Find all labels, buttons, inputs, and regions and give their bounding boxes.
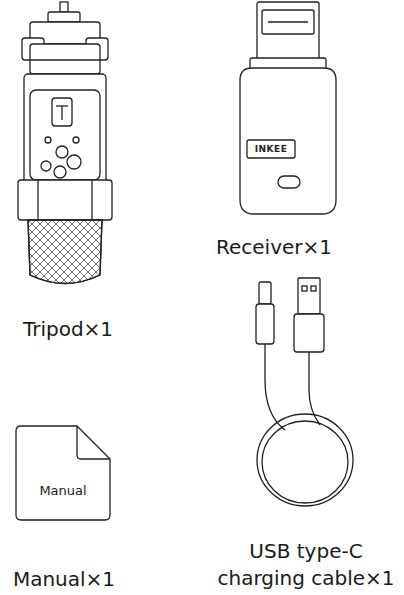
item-label: Receiver×1 (199, 234, 349, 261)
item-label: Manual×1 (4, 566, 124, 593)
document-outline (15, 425, 111, 521)
brand-logo: INKEE (249, 144, 293, 154)
document-text: Manual (15, 483, 111, 498)
tripod-drawing (18, 2, 112, 284)
item-label: Tripod×1 (3, 316, 133, 343)
cable-drawing (256, 278, 353, 506)
document-icon: Manual (15, 425, 111, 521)
receiver-drawing (240, 2, 336, 214)
item-label: USB type-C charging cable×1 (213, 538, 399, 592)
